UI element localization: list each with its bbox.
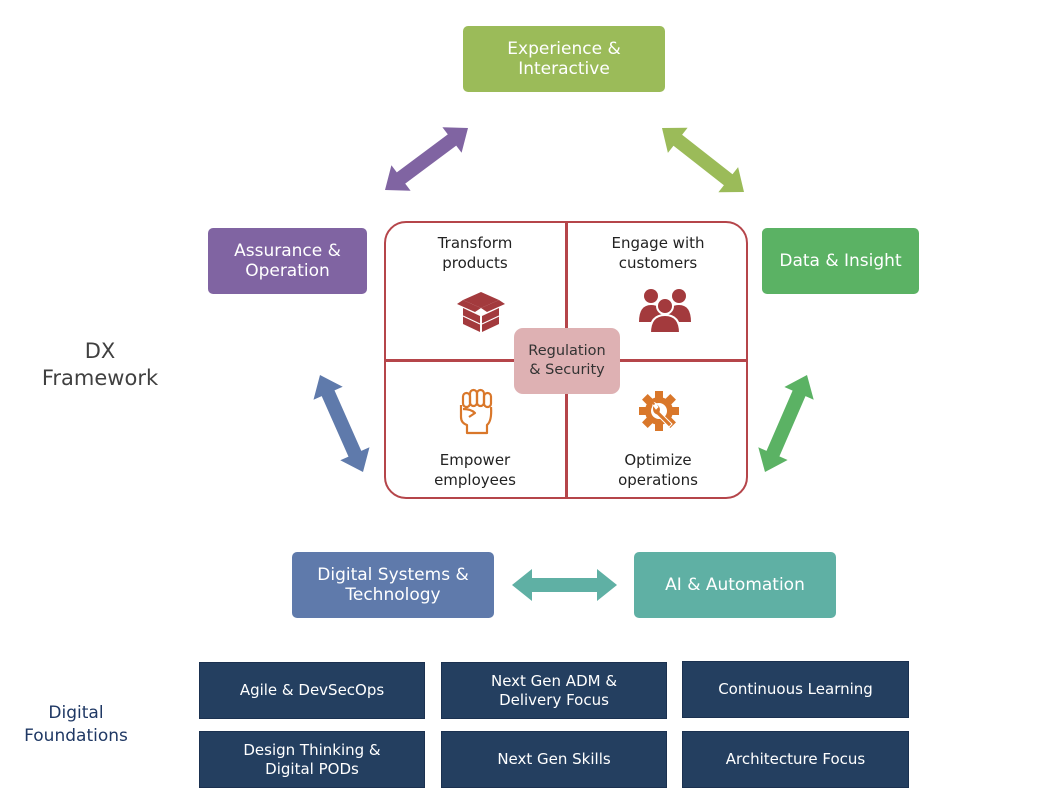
pillar-label: Assurance & <box>234 240 341 261</box>
fist-icon <box>459 388 493 435</box>
quadrant-label: customers <box>618 254 698 273</box>
pillar-label: Interactive <box>518 59 610 79</box>
foundation-continuous-learning[interactable]: Continuous Learning <box>682 661 909 718</box>
digital-foundations-label: Digital Foundations <box>10 702 142 748</box>
framework-label-line: Framework <box>41 366 159 391</box>
pillar-label: AI & Automation <box>665 574 805 595</box>
pillar-experience-interactive[interactable]: Experience & Interactive <box>463 26 665 92</box>
quadrant-engage-customers: Engage with customers <box>573 233 743 274</box>
quadrant-label: Empower <box>439 451 511 469</box>
pillar-label: Digital Systems & <box>317 564 469 585</box>
quadrant-empower-employees: Empower employees <box>390 450 560 491</box>
dx-label-line: DX <box>84 339 116 363</box>
foundation-label: Architecture Focus <box>725 750 866 769</box>
people-icon <box>639 289 691 334</box>
foundation-design-thinking[interactable]: Design Thinking & Digital PODs <box>199 731 425 788</box>
dx-framework-label: DX Framework <box>30 338 170 393</box>
quadrant-optimize-operations: Optimize operations <box>573 450 743 491</box>
arrow-data-ai <box>758 375 814 472</box>
foundation-label: Delivery Focus <box>499 690 609 709</box>
gear-wrench-icon <box>639 391 679 431</box>
pillar-label: Data & Insight <box>779 250 902 271</box>
quadrant-label: operations <box>618 471 698 490</box>
quadrant-label: Transform <box>437 234 513 252</box>
pillar-label: Technology <box>345 585 441 605</box>
foundations-label-line: Foundations <box>24 725 128 746</box>
box-icon <box>457 292 505 332</box>
quadrant-transform-products: Transform products <box>390 233 560 274</box>
foundation-label: Design Thinking & <box>243 740 381 759</box>
quadrant-label: products <box>442 254 508 273</box>
foundation-label: Next Gen ADM & <box>490 671 618 690</box>
center-label: Regulation <box>528 343 606 360</box>
foundation-next-gen-adm[interactable]: Next Gen ADM & Delivery Focus <box>441 662 667 719</box>
foundations-label-line: Digital <box>48 703 104 723</box>
pillar-assurance-operation[interactable]: Assurance & Operation <box>208 228 367 294</box>
arrow-assurance-digital_systems <box>313 375 370 472</box>
foundation-architecture-focus[interactable]: Architecture Focus <box>682 731 909 788</box>
arrow-assurance-experience <box>385 127 468 191</box>
pillar-label: Experience & <box>507 38 621 59</box>
arrow-experience-data <box>662 127 744 193</box>
center-label: & Security <box>529 362 605 378</box>
pillar-ai-automation[interactable]: AI & Automation <box>634 552 836 618</box>
pillar-digital-systems-technology[interactable]: Digital Systems & Technology <box>292 552 494 618</box>
quadrant-label: Engage with <box>611 234 705 252</box>
quadrant-label: employees <box>434 471 516 490</box>
foundation-label: Next Gen Skills <box>497 750 611 769</box>
foundation-label: Continuous Learning <box>718 680 873 699</box>
foundation-agile-devsecops[interactable]: Agile & DevSecOps <box>199 662 425 719</box>
foundation-label: Digital PODs <box>265 759 359 778</box>
regulation-security-center[interactable]: Regulation & Security <box>514 328 620 394</box>
foundation-next-gen-skills[interactable]: Next Gen Skills <box>441 731 667 788</box>
foundation-label: Agile & DevSecOps <box>239 681 385 700</box>
quadrant-label: Optimize <box>624 451 692 469</box>
pillar-label: Operation <box>245 261 330 281</box>
pillar-data-insight[interactable]: Data & Insight <box>762 228 919 294</box>
arrow-digital_systems-ai <box>512 569 617 601</box>
